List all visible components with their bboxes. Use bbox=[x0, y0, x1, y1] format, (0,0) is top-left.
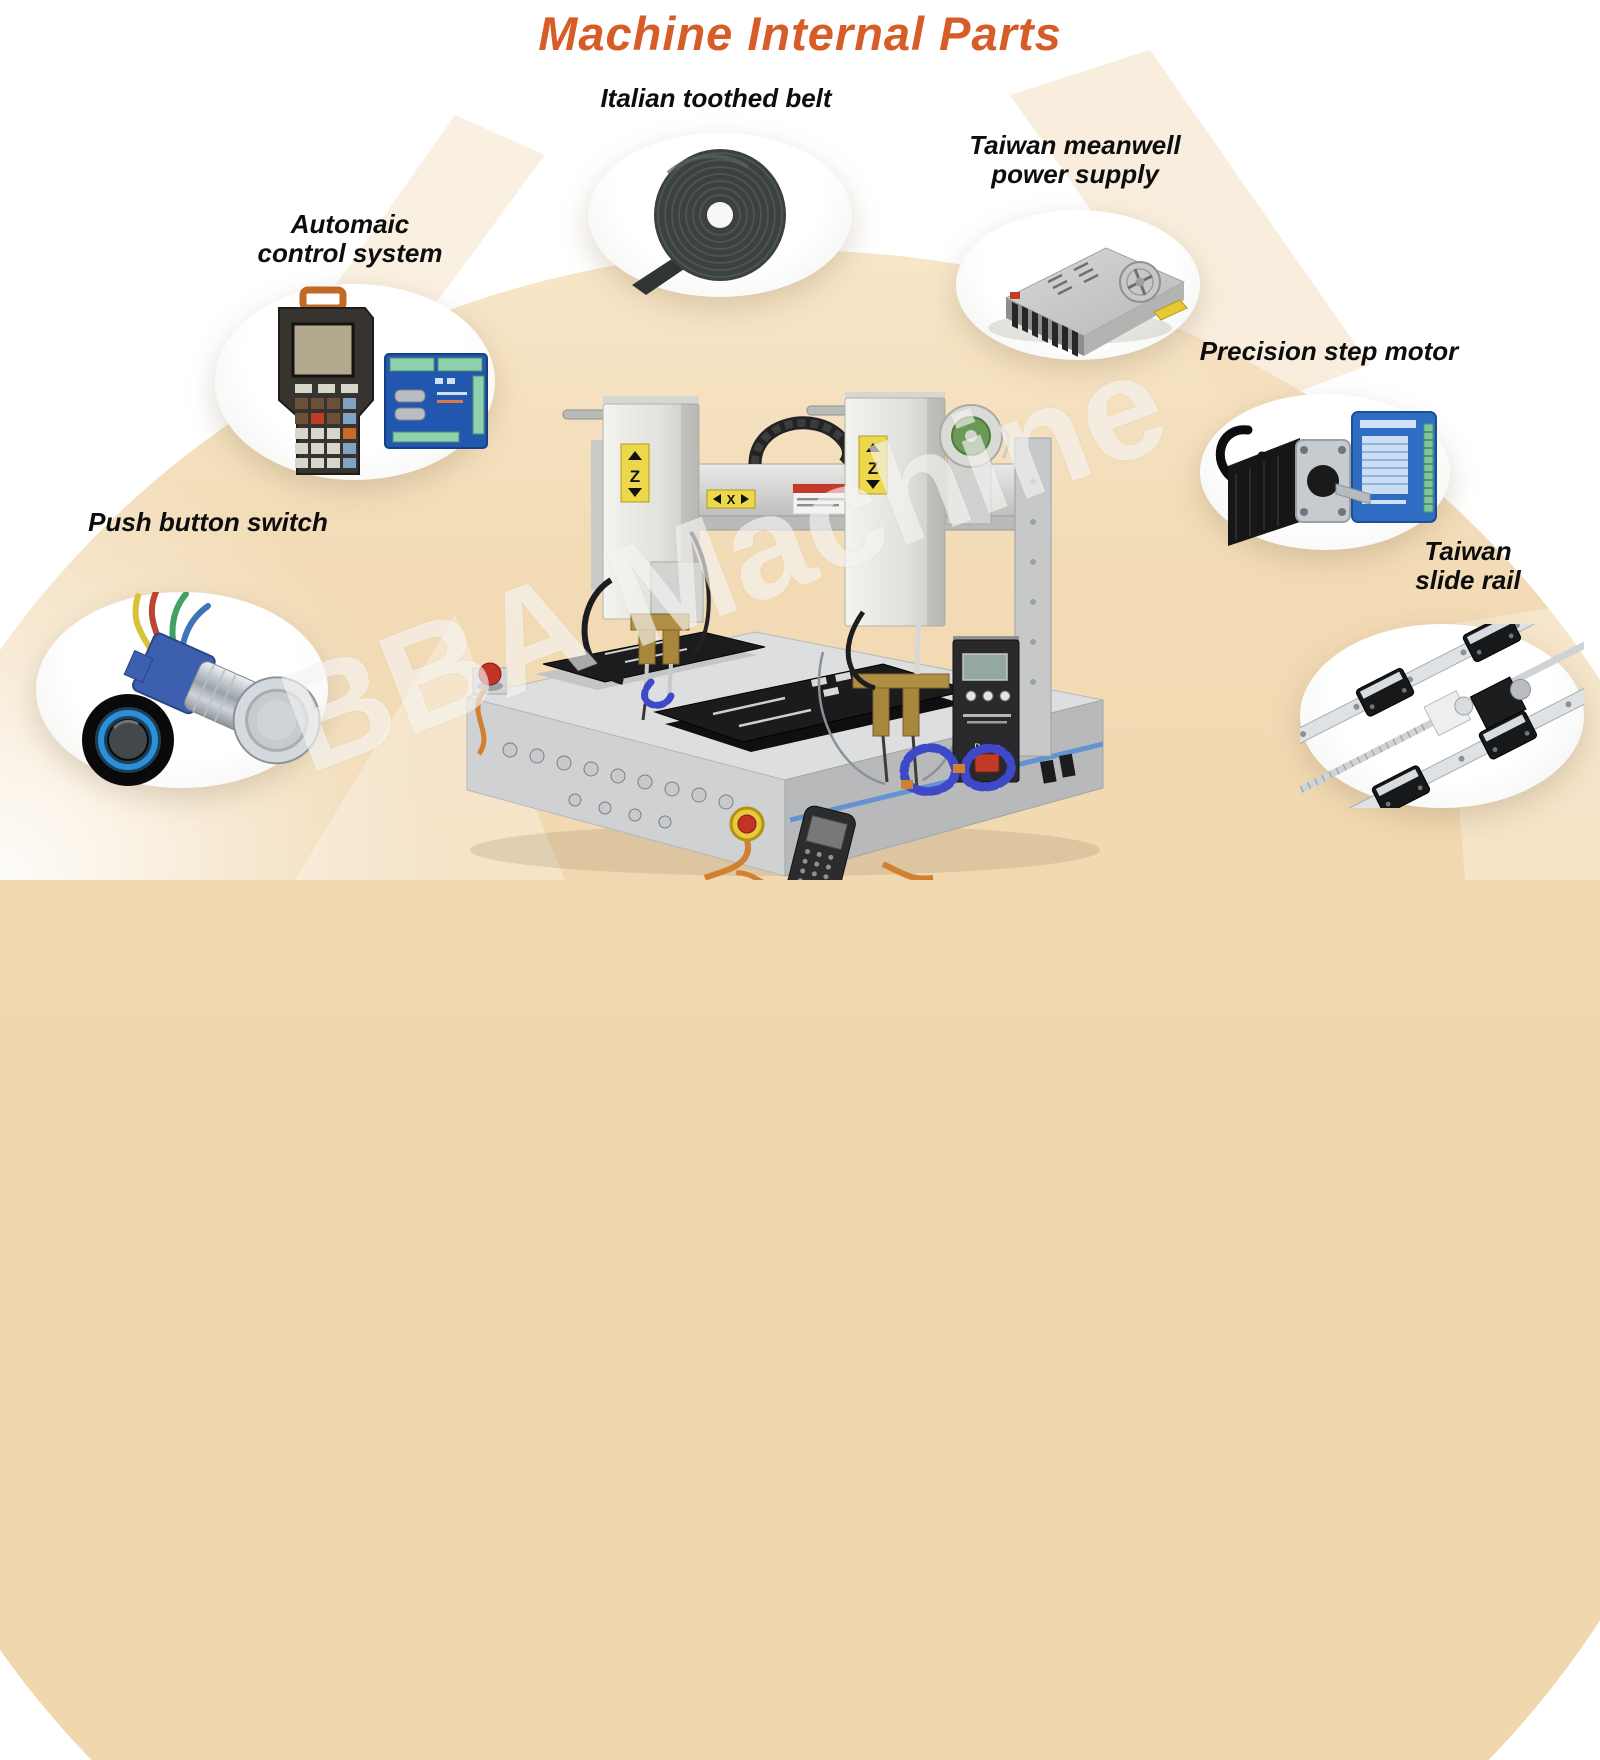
lit-button bbox=[82, 694, 174, 786]
driver-terminals bbox=[1423, 423, 1434, 513]
label-line-2: slide rail bbox=[1415, 565, 1521, 596]
left-z-head: Z bbox=[562, 396, 711, 721]
step-motor-image bbox=[1215, 411, 1437, 546]
emergency-stop-left bbox=[472, 662, 508, 756]
blue-glow-ring bbox=[98, 710, 158, 770]
label-toothed-belt: Italian toothed belt bbox=[566, 83, 866, 113]
toothed-belt-pod bbox=[588, 133, 852, 297]
power-supply-pod bbox=[956, 210, 1200, 360]
solder-feeder-right bbox=[852, 673, 950, 789]
push-button-image bbox=[82, 592, 321, 786]
push-button-pod bbox=[36, 592, 328, 788]
db9-connector bbox=[394, 389, 426, 403]
z-axis-sticker: Z bbox=[858, 435, 888, 495]
soldering-machine-image: X Z bbox=[466, 392, 1104, 880]
label-line-1: Taiwan meanwell bbox=[969, 130, 1181, 160]
label-text: Push button switch bbox=[88, 507, 328, 537]
base-fittings bbox=[502, 742, 734, 829]
ball-screw bbox=[1300, 637, 1584, 795]
right-column bbox=[1014, 437, 1052, 757]
power-cable bbox=[881, 861, 934, 880]
servo-driver bbox=[1351, 411, 1437, 523]
z-axis-sticker: Z bbox=[620, 443, 650, 503]
warning-sticker bbox=[792, 483, 852, 515]
coolant-hoses bbox=[899, 743, 1016, 796]
psu-label bbox=[1153, 299, 1188, 321]
controller-board bbox=[384, 353, 488, 449]
belt-coil bbox=[632, 149, 786, 295]
metal-push-button bbox=[123, 632, 321, 765]
linear-rails bbox=[1300, 624, 1584, 808]
pendant-keys bbox=[295, 384, 358, 468]
solder-spool bbox=[939, 404, 1010, 468]
motor-shaft bbox=[1335, 483, 1371, 505]
slide-rail-image bbox=[1300, 624, 1584, 808]
z-axis-label: Z bbox=[868, 459, 878, 478]
control-system-image bbox=[278, 286, 488, 475]
db9-connector bbox=[394, 407, 426, 421]
right-z-head: Z bbox=[806, 392, 1010, 789]
power-supply-image bbox=[988, 247, 1188, 357]
rail-carriage bbox=[1371, 765, 1431, 808]
label-control-system: Automaic control system bbox=[200, 209, 500, 269]
label-push-button: Push button switch bbox=[33, 507, 383, 537]
rail-carriage bbox=[1355, 667, 1415, 717]
x-axis-sticker: X bbox=[706, 489, 756, 509]
label-line-1: Automaic bbox=[290, 209, 410, 239]
psu-vents bbox=[1047, 261, 1099, 296]
label-line-2: control system bbox=[257, 238, 443, 269]
toothed-belt-image bbox=[632, 149, 786, 295]
label-power-supply: Taiwan meanwell power supply bbox=[925, 130, 1225, 190]
label-slide-rail: Taiwan slide rail bbox=[1343, 536, 1593, 596]
label-line-1: Taiwan bbox=[1424, 536, 1512, 566]
poster: X Z bbox=[0, 7, 1600, 1760]
label-line-2: power supply bbox=[991, 159, 1159, 190]
poster-title: Machine Internal Parts bbox=[538, 7, 1062, 60]
pendant-screen bbox=[291, 322, 355, 378]
station-display bbox=[962, 653, 1008, 681]
label-text: Italian toothed belt bbox=[600, 83, 832, 113]
teach-pendant bbox=[278, 286, 374, 475]
rail-carriage bbox=[1478, 710, 1537, 760]
label-step-motor: Precision step motor bbox=[1154, 336, 1504, 366]
slide-rail-pod bbox=[1300, 624, 1584, 808]
emergency-stop-front bbox=[703, 806, 765, 880]
z-axis-label: Z bbox=[630, 467, 640, 486]
label-text: Precision step motor bbox=[1199, 336, 1459, 366]
x-axis-label: X bbox=[727, 492, 736, 507]
step-motor-pod bbox=[1200, 394, 1450, 550]
power-button bbox=[974, 753, 1000, 773]
rail-carriage bbox=[1462, 624, 1522, 663]
stepper-motor bbox=[1215, 425, 1371, 546]
power-supply-unit bbox=[988, 247, 1188, 357]
pendant-on-table bbox=[736, 805, 856, 880]
control-system-pod bbox=[215, 284, 495, 480]
